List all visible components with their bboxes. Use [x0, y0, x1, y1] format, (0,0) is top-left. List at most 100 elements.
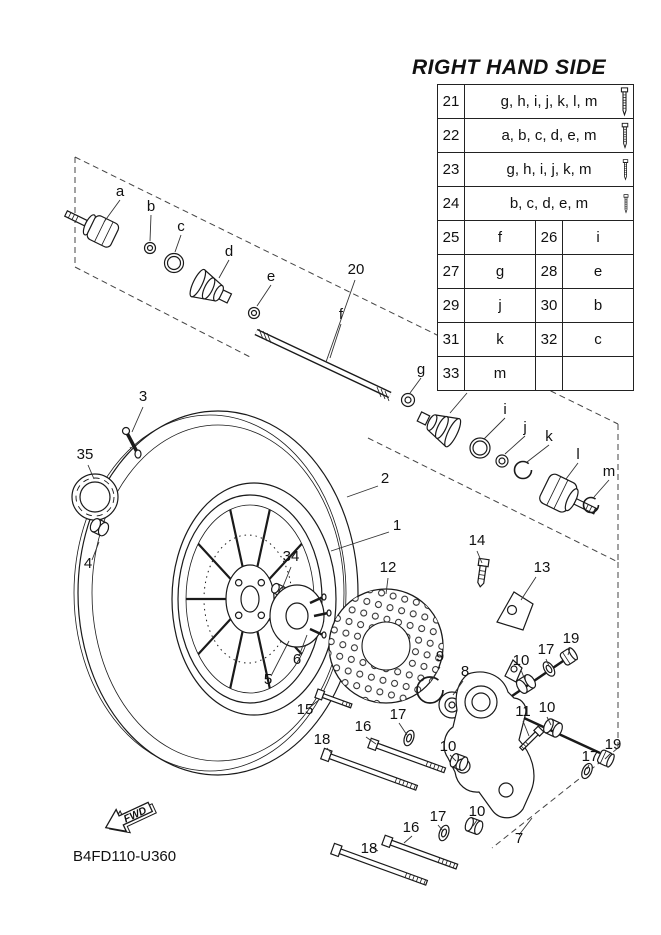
part-row-number: 27	[437, 254, 465, 289]
callout-34: 34	[283, 548, 300, 565]
callout-d: d	[225, 243, 233, 260]
boot-clamp-small-b	[143, 241, 157, 255]
nut-19a	[559, 647, 578, 666]
callout-13: 13	[534, 559, 551, 576]
callout-17: 17	[430, 808, 447, 825]
collar-10b	[543, 718, 563, 738]
callout-15: 15	[297, 701, 314, 718]
cv-boot-h	[416, 411, 462, 448]
washer-17c	[581, 762, 593, 780]
part-row-number: 28	[535, 254, 563, 289]
ring-j	[495, 454, 509, 468]
hub-cap	[71, 473, 119, 521]
part-row-letter: g	[464, 254, 536, 289]
bolt-16-upper	[367, 737, 447, 774]
table-row: 29 j 30 b	[437, 288, 634, 323]
letters-list: a, b, c, d, e, m	[501, 127, 597, 144]
callout-b: b	[147, 198, 155, 215]
leader-lines	[87, 199, 612, 852]
caliper-bracket	[496, 591, 534, 631]
collar-10d	[464, 817, 484, 835]
callout-k: k	[545, 428, 553, 445]
bolt-icon	[621, 122, 629, 149]
part-row-letters: g, h, i, j, k, l, m	[464, 84, 634, 119]
bolt-16-lower	[381, 834, 459, 870]
empty-cell	[562, 356, 634, 391]
part-row-letter: i	[562, 220, 634, 255]
table-row: 22 a, b, c, d, e, m	[437, 118, 634, 153]
part-row-letter: j	[464, 288, 536, 323]
nut-19b	[596, 749, 615, 768]
rear-knuckle	[443, 659, 535, 819]
callout-17: 17	[390, 706, 407, 723]
bolt-icon	[620, 86, 629, 116]
empty-cell	[535, 356, 563, 391]
part-row-letters: b, c, d, e, m	[464, 186, 634, 221]
outboard-cv-joint	[63, 209, 120, 248]
callout-12: 12	[380, 559, 397, 576]
table-row: 23 g, h, i, j, k, m	[437, 152, 634, 187]
callout-f: f	[339, 306, 344, 323]
disc-guard	[328, 588, 444, 704]
boot-clamp-g	[400, 392, 416, 408]
callout-11: 11	[515, 703, 531, 720]
lower-stud	[523, 716, 601, 755]
callout-18: 18	[314, 731, 331, 748]
bolt-14	[477, 557, 490, 588]
part-row-number: 24	[437, 186, 465, 221]
inboard-cv-joint-l	[539, 473, 598, 515]
callout-10: 10	[440, 738, 457, 755]
washer-17b	[403, 729, 415, 747]
table-row: 25 f 26 i	[437, 220, 634, 255]
letters-list: g, h, i, j, k, l, m	[500, 93, 598, 110]
callout-8: 8	[461, 663, 469, 680]
callout-4: 4	[84, 555, 92, 572]
group-outline-dashed	[74, 156, 619, 849]
callout-e: e	[267, 268, 275, 285]
callout-2: 2	[381, 470, 389, 487]
bolt-18-lower	[329, 842, 429, 886]
boot-clamp-large-c	[163, 252, 185, 274]
part-row-letter: e	[562, 254, 634, 289]
part-row-number: 29	[437, 288, 465, 323]
callout-1: 1	[393, 517, 401, 534]
letters-list: b, c, d, e, m	[509, 195, 589, 212]
part-row-number: 31	[437, 322, 465, 357]
callout-17: 17	[582, 748, 599, 765]
part-row-number: 33	[437, 356, 465, 391]
part-row-number: 21	[437, 84, 465, 119]
part-row-letter: m	[464, 356, 536, 391]
callout-10: 10	[469, 803, 486, 820]
callout-c: c	[177, 218, 185, 235]
table-row: 21 g, h, i, j, k, l, m	[437, 84, 634, 119]
callout-l: l	[576, 446, 579, 463]
callout-10: 10	[513, 652, 530, 669]
bolt-18-upper	[319, 747, 419, 791]
hub-assembly	[269, 582, 332, 648]
valve-stem	[121, 426, 142, 459]
callout-m: m	[603, 463, 616, 480]
fastener-reference-table: 21 g, h, i, j, k, l, m 22 a, b, c, d, e,…	[437, 84, 634, 391]
part-row-letter: k	[464, 322, 536, 357]
cv-boot-d	[189, 268, 233, 304]
part-row-letter: f	[464, 220, 536, 255]
diagram-code: B4FD110-U360	[73, 848, 176, 865]
callout-35: 35	[77, 446, 94, 463]
circlip-k	[513, 460, 533, 480]
callout-i: i	[503, 401, 506, 418]
callout-j: j	[522, 419, 526, 436]
part-row-letter: b	[562, 288, 634, 323]
page-title: RIGHT HAND SIDE	[412, 56, 607, 79]
callout-16: 16	[403, 819, 420, 836]
part-row-number: 25	[437, 220, 465, 255]
bolt-15	[314, 688, 353, 709]
part-row-number: 22	[437, 118, 465, 153]
callout-g: g	[417, 361, 425, 378]
drive-shaft	[254, 328, 392, 402]
table-row: 33 m	[437, 356, 634, 391]
callout-14: 14	[469, 532, 486, 549]
part-row-letters: a, b, c, d, e, m	[464, 118, 634, 153]
lug-nut	[89, 518, 110, 537]
washer-17a	[542, 661, 556, 677]
